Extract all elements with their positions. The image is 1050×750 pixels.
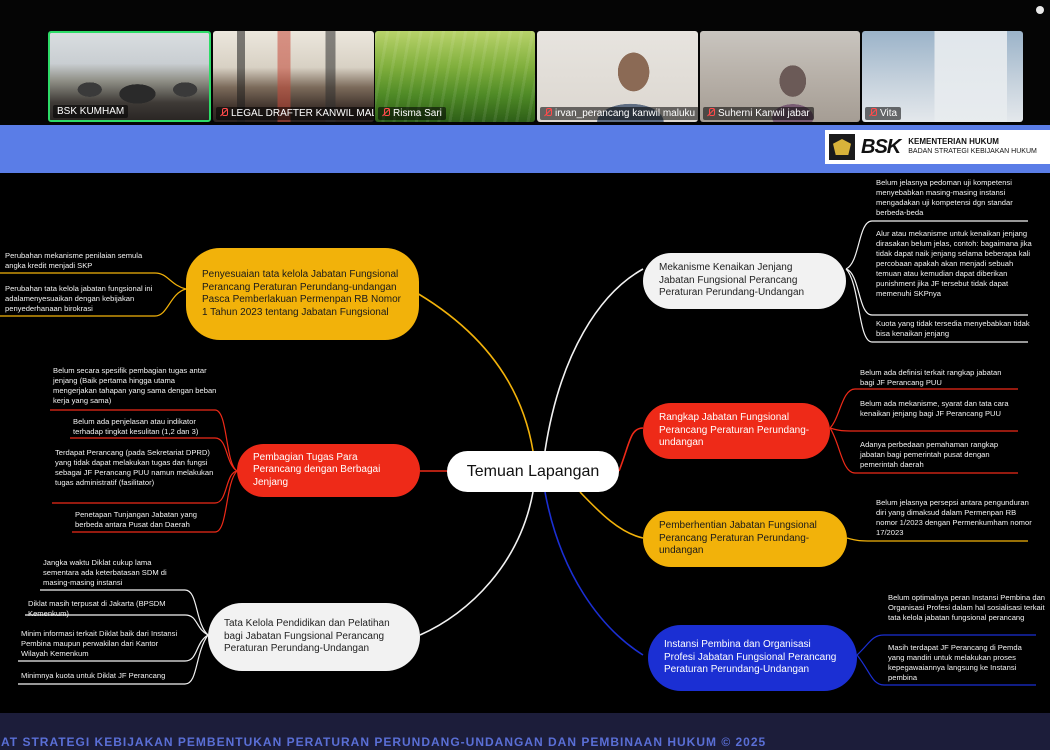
- central-topic[interactable]: Temuan Lapangan: [447, 451, 619, 492]
- connector-line: [25, 614, 209, 636]
- participant-tile[interactable]: Vita: [862, 31, 1023, 122]
- leaf-note: Belum optimalnya peran Instansi Pembina …: [888, 593, 1046, 622]
- connector-line: [70, 437, 238, 472]
- participant-name: Suherni Kanwil jabar: [703, 107, 814, 120]
- participant-name: LEGAL DRAFTER KANWIL MAL...: [216, 107, 374, 120]
- connector-line: [544, 491, 644, 656]
- branch-node[interactable]: Instansi Pembina dan Organisasi Profesi …: [648, 625, 857, 691]
- connector-line: [579, 491, 644, 539]
- leaf-note: Belum secara spesifik pembagian tugas an…: [53, 366, 217, 405]
- logo-agency: BADAN STRATEGI KEBIJAKAN HUKUM: [908, 148, 1037, 155]
- leaf-note: Minimnya kuota untuk Diklat JF Perancang: [21, 671, 166, 680]
- connector-line: [845, 268, 1028, 316]
- participant-tile[interactable]: irvan_perancang kanwil maluku: [537, 31, 698, 122]
- connector-line: [18, 634, 209, 662]
- leaf-note: Alur atau mekanisme untuk kenaikan jenja…: [876, 229, 1032, 298]
- participant-name: Vita: [865, 107, 902, 120]
- branch-node[interactable]: Rangkap Jabatan Fungsional Perancang Per…: [643, 403, 830, 459]
- branch-node[interactable]: Pembagian Tugas Para Perancang dengan Be…: [237, 444, 420, 497]
- leaf-note: Belum ada mekanisme, syarat dan tata car…: [860, 399, 1009, 418]
- leaf-note: Adanya perbedaan pemahaman rangkap jabat…: [860, 440, 999, 469]
- branch-node[interactable]: Pemberhentian Jabatan Fungsional Peranca…: [643, 511, 847, 567]
- connector-line: [829, 427, 1018, 474]
- connector-line: [18, 634, 209, 685]
- footer-text: SAT STRATEGI KEBIJAKAN PEMBENTUKAN PERAT…: [0, 735, 767, 749]
- mind-map-connectors: [0, 220, 1036, 686]
- participant-strip: BSK KUMHAM LEGAL DRAFTER KANWIL MAL... R…: [0, 0, 1050, 125]
- logo-ministry: KEMENTERIAN HUKUM: [908, 137, 999, 146]
- connector-line: [829, 388, 1018, 429]
- muted-mic-icon: [869, 108, 877, 117]
- participant-name: BSK KUMHAM: [53, 105, 129, 118]
- connector-line: [0, 272, 187, 290]
- window-control-icon[interactable]: [1036, 6, 1044, 14]
- connector-line: [40, 589, 209, 636]
- participant-tile[interactable]: LEGAL DRAFTER KANWIL MAL...: [213, 31, 374, 122]
- branch-node[interactable]: Penyesuaian tata kelola Jabatan Fungsion…: [186, 248, 419, 340]
- leaf-note: Belum jelasnya persepsi antara pengundur…: [876, 498, 1032, 537]
- mind-map: Temuan Lapangan Penyesuaian tata kelola …: [0, 173, 1050, 713]
- leaf-note: Belum jelasnya pedoman uji kompetensi me…: [876, 178, 1013, 217]
- connector-line: [845, 220, 1028, 270]
- emblem-icon: [829, 134, 855, 160]
- muted-mic-icon: [707, 108, 715, 117]
- branch-node[interactable]: Tata Kelola Pendidikan dan Pelatihan bag…: [208, 603, 420, 671]
- connector-line: [0, 288, 187, 317]
- logo-text: KEMENTERIAN HUKUM BADAN STRATEGI KEBIJAK…: [908, 137, 1037, 157]
- connector-line: [845, 268, 1028, 343]
- leaf-note: Perubahan tata kelola jabatan fungsional…: [5, 284, 153, 313]
- participant-tile[interactable]: BSK KUMHAM: [48, 31, 211, 122]
- organization-logo: BSK KEMENTERIAN HUKUM BADAN STRATEGI KEB…: [825, 130, 1050, 164]
- connector-line: [544, 268, 644, 452]
- connector-line: [856, 654, 1036, 686]
- connector-line: [618, 427, 644, 472]
- leaf-note: Jangka waktu Diklat cukup lama sementara…: [43, 558, 167, 587]
- slide-footer-band: [0, 713, 1050, 750]
- connector-line: [72, 470, 238, 533]
- connector-line: [52, 470, 238, 504]
- muted-mic-icon: [220, 108, 228, 117]
- connector-line: [829, 427, 1018, 432]
- participant-tile[interactable]: Risma Sari: [375, 31, 535, 122]
- leaf-note: Perubahan mekanisme penilaian semula ang…: [5, 251, 143, 270]
- branch-node[interactable]: Mekanisme Kenaikan Jenjang Jabatan Fungs…: [643, 253, 846, 309]
- leaf-note: Penetapan Tunjangan Jabatan yang berbeda…: [75, 510, 198, 529]
- leaf-note: Kuota yang tidak tersedia menyebabkan ti…: [876, 319, 1030, 338]
- leaf-note: Belum ada penjelasan atau indikator terh…: [73, 417, 199, 436]
- leaf-note: Masih terdapat JF Perancang di Pemda yan…: [888, 643, 1022, 682]
- logo-wordmark: BSK: [861, 135, 901, 158]
- muted-mic-icon: [382, 108, 390, 117]
- connector-line: [419, 491, 534, 636]
- muted-mic-icon: [544, 108, 552, 117]
- participant-name: irvan_perancang kanwil maluku: [540, 107, 698, 120]
- leaf-note: Terdapat Perancang (pada Sekretariat DPR…: [55, 448, 214, 487]
- leaf-note: Minim informasi terkait Diklat baik dari…: [21, 629, 178, 658]
- leaf-note: Belum ada definisi terkait rangkap jabat…: [860, 368, 1002, 387]
- connector-line: [846, 537, 1028, 542]
- connector-line: [409, 288, 534, 452]
- participant-name: Risma Sari: [378, 107, 446, 120]
- leaf-note: Diklat masih terpusat di Jakarta (BPSDM …: [28, 599, 166, 618]
- connector-line: [856, 634, 1036, 656]
- participant-tile[interactable]: Suherni Kanwil jabar: [700, 31, 860, 122]
